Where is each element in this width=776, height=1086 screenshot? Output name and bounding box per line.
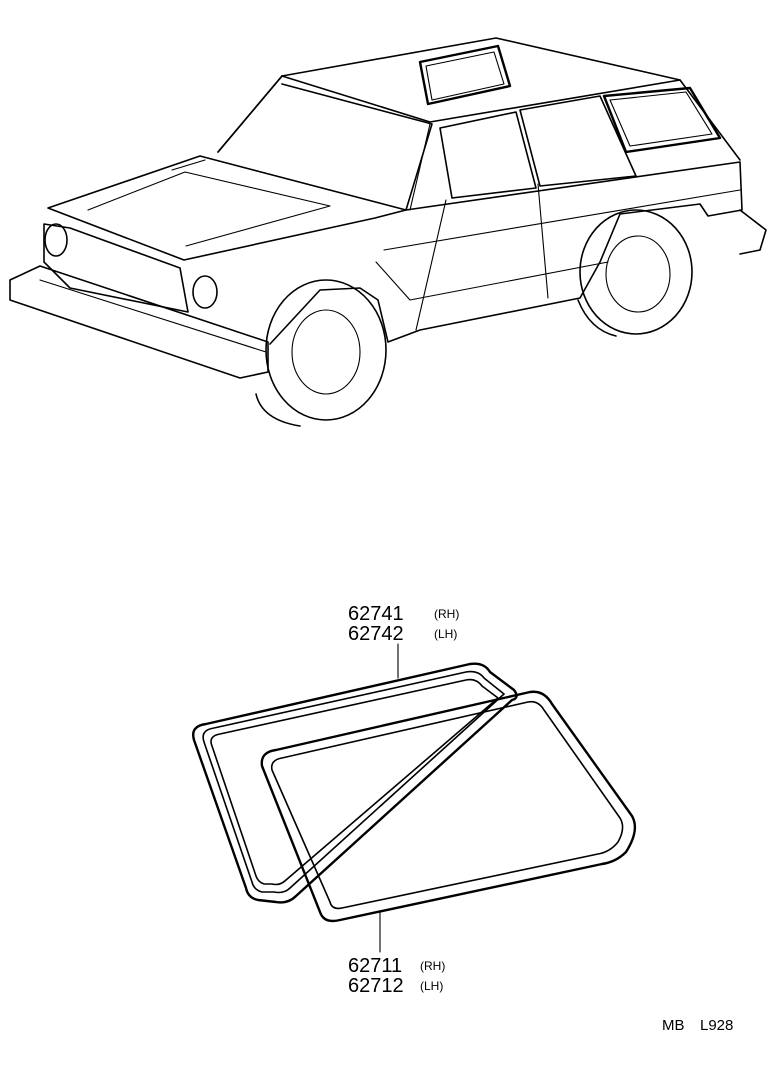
front-bumper bbox=[9, 265, 269, 379]
part-number-62742: 62742 bbox=[348, 623, 404, 645]
side-window-rear bbox=[519, 95, 637, 187]
illustration-code: L928 bbox=[700, 1017, 733, 1034]
headlight-right bbox=[192, 275, 218, 309]
grille bbox=[43, 223, 189, 313]
part-number-62712: 62712 bbox=[348, 975, 404, 997]
headlight-left bbox=[44, 223, 68, 257]
quarter-weatherstrip bbox=[192, 662, 518, 904]
sunroof bbox=[418, 44, 512, 106]
part-number-62711: 62711 bbox=[348, 955, 402, 977]
roof-rear-edge bbox=[281, 75, 681, 123]
part-number-62741: 62741 bbox=[348, 603, 404, 625]
quarter-window bbox=[602, 86, 722, 154]
body-side bbox=[269, 161, 743, 345]
rear-wheel bbox=[579, 209, 693, 335]
side-label-rh: (RH) bbox=[420, 959, 445, 973]
quarter-glass bbox=[260, 690, 637, 923]
side-window-front bbox=[439, 111, 537, 199]
front-wheel bbox=[265, 279, 387, 421]
windshield bbox=[217, 75, 433, 211]
hood bbox=[47, 155, 407, 261]
rear-bumper bbox=[739, 209, 767, 255]
side-label-lh: (LH) bbox=[420, 979, 443, 993]
vehicle-illustration bbox=[9, 37, 767, 427]
side-label-rh: (RH) bbox=[434, 607, 459, 621]
model-code: MB bbox=[662, 1017, 685, 1034]
side-label-lh: (LH) bbox=[434, 627, 457, 641]
